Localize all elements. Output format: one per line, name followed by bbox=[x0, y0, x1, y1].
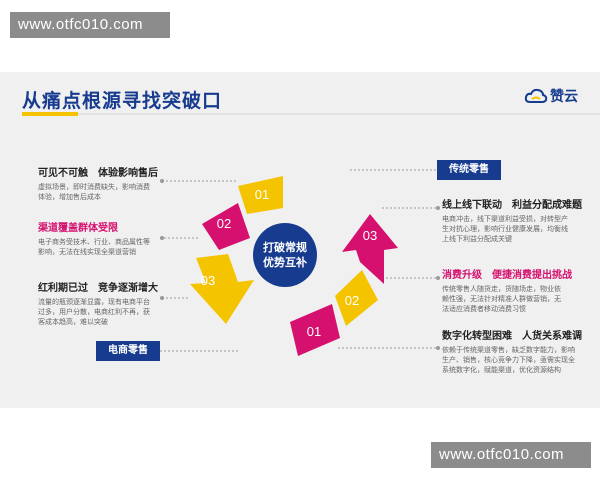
right-step-02-shape bbox=[335, 270, 378, 326]
left-item-1-head: 可见不可触 体验影响售后 bbox=[38, 168, 158, 179]
slide-title: 从痛点根源寻找突破口 bbox=[22, 90, 223, 112]
right-step-01-shape bbox=[290, 304, 340, 356]
title-accent-bar bbox=[22, 112, 78, 116]
left-step-01-shape bbox=[238, 176, 283, 214]
connector-dot-left-2 bbox=[160, 236, 164, 240]
connector-dot-left-1 bbox=[160, 179, 164, 183]
right-item-2: 消费升级 便捷消费提出挑战 传统零售人随货走，货随场走，物业依 赖性强，无法针对… bbox=[442, 269, 592, 314]
connector-dot-right-3 bbox=[436, 346, 440, 350]
left-step-02-shape bbox=[202, 203, 250, 250]
right-item-3-head: 数字化转型困难 人货关系难调 bbox=[442, 331, 582, 342]
center-label-line-1: 打破常规 bbox=[263, 241, 307, 254]
right-step-02-label: 02 bbox=[345, 293, 359, 308]
watermark-bottom: www.otfc010.com bbox=[431, 442, 591, 468]
logo-text: 赞云 bbox=[550, 89, 578, 105]
left-step-03-shape bbox=[190, 254, 254, 324]
right-item-3-body: 依赖于传统渠道零售，缺乏数字能力，影响 生产、销售，核心竞争力下降，亟需实现全 … bbox=[442, 346, 575, 374]
right-item-1-head: 线上线下联动 利益分配成难题 bbox=[442, 200, 582, 211]
left-item-3-body: 流量的瓶颈逐渐显露，现有电商平台 过多，用户分散，电商红利不再，获 客成本趋高，… bbox=[38, 298, 150, 326]
right-item-2-head: 消费升级 便捷消费提出挑战 bbox=[442, 270, 572, 281]
right-item-3: 数字化转型困难 人货关系难调 依赖于传统渠道零售，缺乏数字能力，影响 生产、销售… bbox=[442, 330, 592, 375]
connector-dot-right-2 bbox=[436, 276, 440, 280]
left-item-2-head: 渠道覆盖群体受限 bbox=[38, 223, 118, 234]
left-step-02-label: 02 bbox=[217, 216, 231, 231]
connector-dot-right-1 bbox=[436, 206, 440, 210]
watermark-top: www.otfc010.com bbox=[10, 12, 170, 38]
left-step-03-label: 03 bbox=[201, 273, 215, 288]
left-item-1-body: 虚拟场景，即时消费缺失，影响消费 体验，增加售后成本 bbox=[38, 183, 150, 201]
title-underline bbox=[22, 113, 600, 115]
right-step-03-shape bbox=[342, 214, 398, 284]
right-step-01-label: 01 bbox=[307, 324, 321, 339]
center-label-line-2: 优势互补 bbox=[263, 256, 307, 269]
left-item-2-body: 电子商务受技术、行业、商品属性等 影响，无法在线实现全渠道营销 bbox=[38, 238, 150, 256]
left-step-01-label: 01 bbox=[255, 187, 269, 202]
right-tag-traditional: 传统零售 bbox=[437, 160, 501, 180]
left-tag-ecommerce: 电商零售 bbox=[96, 341, 160, 361]
left-item-3-head: 红利期已过 竞争逐渐增大 bbox=[38, 283, 158, 294]
right-item-1: 线上线下联动 利益分配成难题 电商冲击，线下渠道利益受损，对转型产 生对抗心理，… bbox=[442, 199, 592, 244]
cloud-icon bbox=[524, 88, 548, 103]
left-item-3: 红利期已过 竞争逐渐增大 流量的瓶颈逐渐显露，现有电商平台 过多，用户分散，电商… bbox=[38, 282, 168, 327]
center-circle: 打破常规 优势互补 bbox=[253, 223, 317, 287]
right-item-2-body: 传统零售人随货走，货随场走，物业依 赖性强，无法针对精准人群做营销，无 法适应消… bbox=[442, 285, 561, 313]
brand-logo: 赞云 bbox=[524, 86, 578, 106]
left-item-1: 可见不可触 体验影响售后 虚拟场景，即时消费缺失，影响消费 体验，增加售后成本 bbox=[38, 167, 178, 202]
right-step-03-label: 03 bbox=[363, 228, 377, 243]
right-item-1-body: 电商冲击，线下渠道利益受损，对转型产 生对抗心理，影响行业健康发展，均衡线 上线… bbox=[442, 215, 568, 243]
connector-dot-left-3 bbox=[160, 296, 164, 300]
left-item-2: 渠道覆盖群体受限 电子商务受技术、行业、商品属性等 影响，无法在线实现全渠道营销 bbox=[38, 222, 168, 257]
